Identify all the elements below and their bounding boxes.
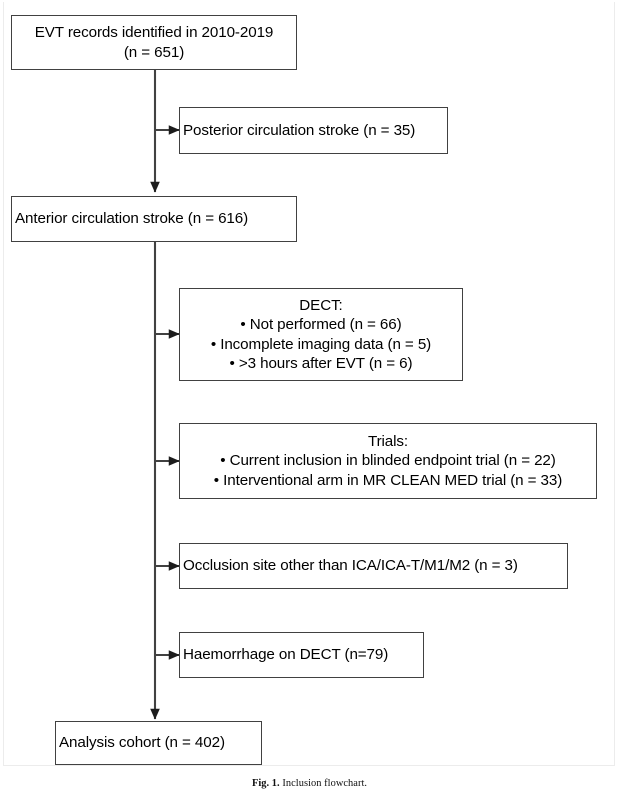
node-occlusion-site: Occlusion site other than ICA/ICA-T/M1/M… bbox=[179, 543, 568, 589]
node-dect-exclusions-line-1: DECT: bbox=[299, 297, 343, 315]
node-trials-exclusions-line-2: • Current inclusion in blinded endpoint … bbox=[220, 452, 556, 470]
node-dect-exclusions-line-3: • Incomplete imaging data (n = 5) bbox=[210, 335, 432, 353]
node-haemorrhage-on-dect: Haemorrhage on DECT (n=79) bbox=[179, 632, 424, 678]
node-evt-records-line-1: EVT records identified in 2010-2019 bbox=[34, 23, 274, 41]
node-posterior-circulation-stroke: Posterior circulation stroke (n = 35) bbox=[179, 107, 448, 154]
node-occlusion-site-line-1: Occlusion site other than ICA/ICA-T/M1/M… bbox=[183, 557, 518, 575]
node-trials-exclusions-line-1: Trials: bbox=[367, 433, 409, 451]
node-evt-records-line-2: (n = 651) bbox=[123, 43, 185, 61]
node-dect-exclusions-line-2: • Not performed (n = 66) bbox=[240, 316, 402, 334]
node-dect-exclusions-line-4: • >3 hours after EVT (n = 6) bbox=[229, 354, 413, 372]
node-evt-records: EVT records identified in 2010-2019 (n =… bbox=[11, 15, 297, 70]
node-trials-exclusions: Trials: • Current inclusion in blinded e… bbox=[179, 423, 597, 499]
node-anterior-circulation-stroke-line-1: Anterior circulation stroke (n = 616) bbox=[15, 210, 249, 228]
figure-caption: Fig. 1. Inclusion flowchart. bbox=[0, 778, 619, 789]
figure-caption-label: Fig. 1. bbox=[251, 778, 280, 789]
node-trials-exclusions-line-3: • Interventional arm in MR CLEAN MED tri… bbox=[213, 471, 563, 489]
figure-caption-text: Inclusion flowchart. bbox=[282, 778, 368, 789]
page-border bbox=[3, 2, 615, 766]
node-analysis-cohort: Analysis cohort (n = 402) bbox=[55, 721, 262, 765]
node-dect-exclusions: DECT: • Not performed (n = 66) • Incompl… bbox=[179, 288, 463, 381]
node-analysis-cohort-line-1: Analysis cohort (n = 402) bbox=[59, 734, 225, 752]
node-haemorrhage-on-dect-line-1: Haemorrhage on DECT (n=79) bbox=[183, 646, 389, 664]
node-anterior-circulation-stroke: Anterior circulation stroke (n = 616) bbox=[11, 196, 297, 242]
node-posterior-circulation-stroke-line-1: Posterior circulation stroke (n = 35) bbox=[183, 121, 416, 139]
